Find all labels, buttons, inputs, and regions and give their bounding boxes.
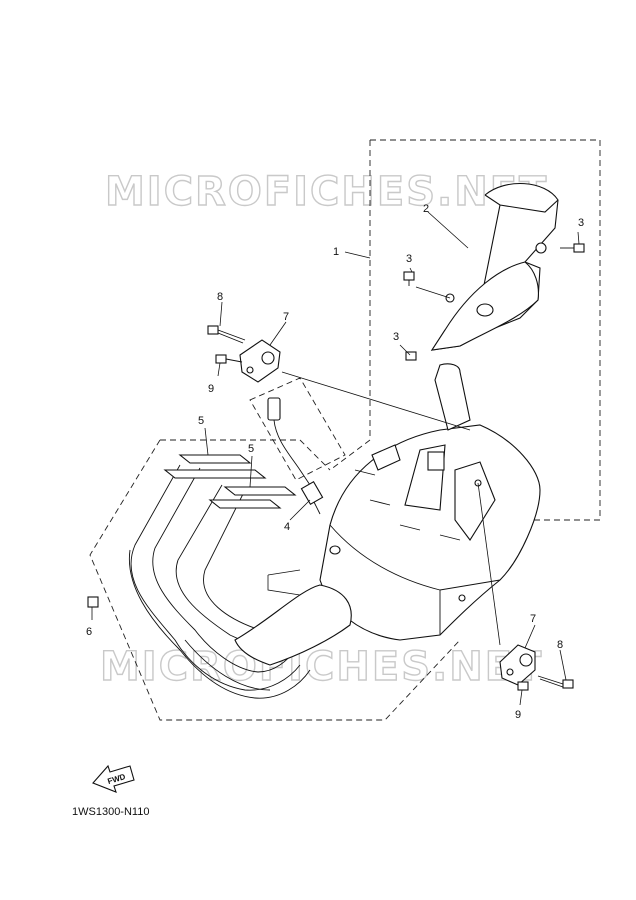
callout-5b: 5	[248, 443, 254, 455]
callout-6: 6	[86, 626, 92, 638]
callout-7b: 7	[530, 613, 536, 625]
muffler-body	[319, 363, 541, 641]
bolt-top	[207, 325, 246, 344]
callout-9b: 9	[515, 709, 521, 721]
callout-1: 1	[333, 246, 339, 258]
nut-top	[215, 354, 243, 364]
clamp-nut	[87, 596, 99, 608]
callout-2: 2	[423, 203, 429, 215]
callout-8a: 8	[217, 291, 223, 303]
callout-4: 4	[284, 521, 290, 533]
watermark-top: MICROFICHES.NET	[105, 169, 548, 215]
exhaust-header-pipes	[128, 464, 352, 699]
diagram-code: 1WS1300-N110	[72, 806, 149, 818]
bracket-damper-bottom	[499, 644, 536, 686]
screw-3b	[560, 243, 585, 253]
callout-3a: 3	[406, 253, 412, 265]
sensor-outline	[249, 377, 346, 481]
bolt-bottom	[537, 675, 574, 689]
nut-bottom	[517, 681, 529, 691]
callout-9a: 9	[208, 383, 214, 395]
oxygen-sensor	[267, 397, 324, 515]
screw-3c	[405, 351, 417, 361]
screw-3a	[403, 271, 415, 286]
fwd-arrow-icon: FWD	[92, 764, 135, 793]
gasket-flanges	[163, 454, 297, 509]
callout-3c: 3	[393, 331, 399, 343]
leader-lines	[91, 211, 580, 706]
callout-8b: 8	[557, 639, 563, 651]
assembly-outline-main	[89, 139, 601, 721]
muffler-cover	[430, 183, 559, 351]
callout-3b: 3	[578, 217, 584, 229]
callout-5a: 5	[198, 415, 204, 427]
watermark-bottom: MICROFICHES.NET	[100, 644, 543, 690]
callout-7a: 7	[283, 311, 289, 323]
bracket-damper-top	[239, 339, 281, 383]
